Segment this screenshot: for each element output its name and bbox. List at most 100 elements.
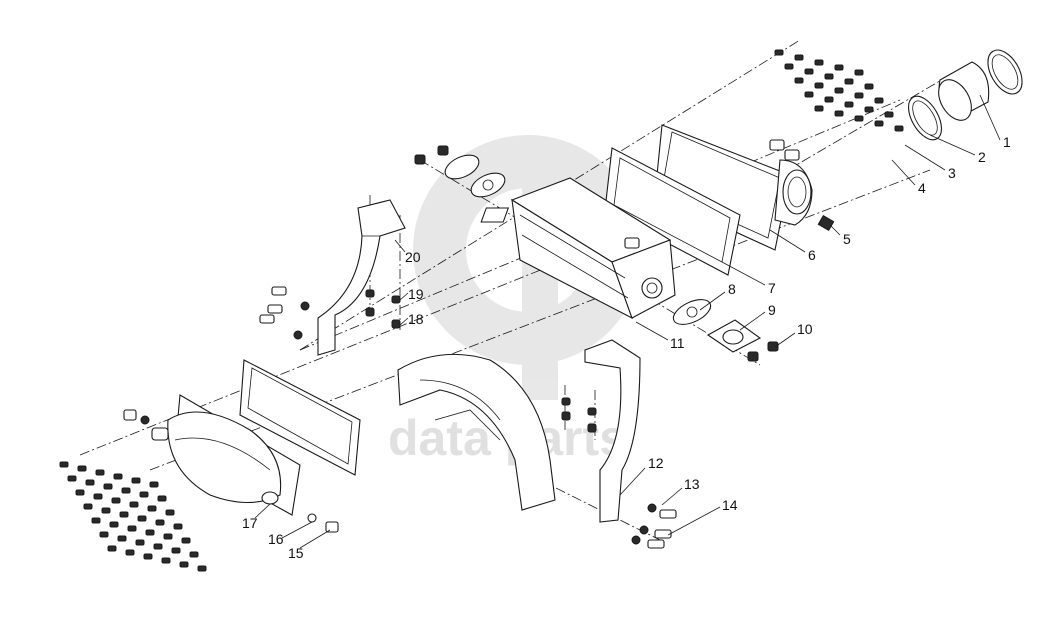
bolt-icon bbox=[864, 83, 874, 90]
bolt-icon bbox=[101, 507, 111, 514]
bolt-icon bbox=[844, 78, 854, 85]
bolt-icon bbox=[181, 537, 191, 544]
bolt-icon bbox=[83, 503, 93, 510]
callout-labels: 1 2 3 4 5 6 7 8 9 10 11 12 13 14 15 16 1… bbox=[242, 134, 1011, 561]
bolt-icon bbox=[834, 87, 844, 94]
rubber-sleeve-part-1 bbox=[938, 61, 990, 121]
bolt-icon bbox=[127, 525, 137, 532]
bolt-icon bbox=[137, 515, 147, 522]
flange-gasket-part-8 bbox=[672, 299, 712, 325]
bolt-icon bbox=[99, 531, 109, 538]
callout-11: 11 bbox=[670, 335, 685, 351]
bolt-icon bbox=[774, 49, 784, 56]
bolt-part-18-19 bbox=[365, 289, 401, 329]
bolt-icon bbox=[824, 73, 834, 80]
bolt-icon bbox=[139, 491, 149, 498]
bolt-icon bbox=[129, 501, 139, 508]
clamp-ring-1 bbox=[987, 49, 1023, 95]
bolt-icon bbox=[794, 77, 804, 84]
bolt-icon bbox=[135, 539, 145, 546]
bolt-icon bbox=[844, 101, 854, 108]
bolt-icon bbox=[894, 125, 904, 132]
bolt-icon bbox=[804, 91, 814, 98]
bolt-icon bbox=[119, 511, 129, 518]
bolt-icon bbox=[197, 565, 207, 572]
bolts-left-bracket bbox=[259, 286, 310, 340]
bolt-icon bbox=[95, 469, 105, 476]
bolt-icon bbox=[794, 54, 804, 61]
callout-18: 18 bbox=[408, 311, 424, 327]
plug-washer-part-15-16 bbox=[307, 513, 339, 533]
inlet-tank-part-17 bbox=[151, 394, 301, 516]
bolt-icon bbox=[111, 497, 121, 504]
bolt-icon bbox=[874, 97, 884, 104]
bolt-icon bbox=[864, 106, 874, 113]
callout-5: 5 bbox=[843, 231, 851, 247]
bolt-icon bbox=[121, 487, 131, 494]
bolt-icon bbox=[854, 92, 864, 99]
fan-shroud bbox=[397, 353, 556, 511]
bolt-icon bbox=[125, 549, 135, 556]
leader-lines bbox=[254, 94, 1001, 549]
bolt-icon bbox=[884, 111, 894, 118]
bolt-icon bbox=[834, 110, 844, 117]
radiator-core-part-11 bbox=[480, 177, 676, 320]
bolt-icon bbox=[143, 553, 153, 560]
bracket-part-20 bbox=[317, 199, 406, 356]
bolt-icon bbox=[171, 547, 181, 554]
callout-19: 19 bbox=[408, 286, 424, 302]
bolt-icon bbox=[93, 493, 103, 500]
bolt-icon bbox=[784, 63, 794, 70]
callout-15: 15 bbox=[288, 545, 304, 561]
callout-20: 20 bbox=[405, 249, 421, 265]
bolt-icon bbox=[874, 120, 884, 127]
drain-plug-part-5 bbox=[817, 214, 835, 232]
callout-17: 17 bbox=[242, 515, 258, 531]
bolt-icon bbox=[59, 461, 69, 468]
bolt-icon bbox=[163, 533, 173, 540]
bolt-icon bbox=[67, 475, 77, 482]
callout-3: 3 bbox=[948, 165, 956, 181]
bolt-icon bbox=[834, 64, 844, 71]
bolt-icon bbox=[173, 523, 183, 530]
callout-8: 8 bbox=[728, 281, 736, 297]
bolt-icon bbox=[117, 535, 127, 542]
bolt-icon bbox=[804, 68, 814, 75]
bolt-icon bbox=[107, 545, 117, 552]
bolts-bracket-12 bbox=[561, 397, 597, 433]
callout-12: 12 bbox=[648, 455, 664, 471]
callout-4: 4 bbox=[918, 180, 926, 196]
bolt-icon bbox=[131, 477, 141, 484]
callout-1: 1 bbox=[1003, 134, 1011, 150]
bracket-part-12 bbox=[584, 339, 641, 523]
bolt-icon bbox=[157, 495, 167, 502]
bolt-icon bbox=[854, 69, 864, 76]
outlet-flange-part-9 bbox=[706, 319, 762, 353]
bolt-icon bbox=[145, 529, 155, 536]
bolt-icon bbox=[85, 479, 95, 486]
bolt-icon bbox=[147, 505, 157, 512]
bolt-icon bbox=[113, 473, 123, 480]
bolt-icon bbox=[155, 519, 165, 526]
bolt-cluster-bottom-left bbox=[59, 461, 207, 572]
bolt-icon bbox=[91, 517, 101, 524]
bolts-part-13-14 bbox=[631, 503, 677, 549]
callout-7: 7 bbox=[768, 280, 776, 296]
bolt-icon bbox=[189, 551, 199, 558]
bolt-icon bbox=[824, 96, 834, 103]
callout-16: 16 bbox=[268, 531, 284, 547]
inlet-flange-top bbox=[414, 145, 506, 198]
bolt-icon bbox=[814, 59, 824, 66]
outlet-tank-part-6 bbox=[654, 124, 813, 251]
bolt-icon bbox=[77, 465, 87, 472]
bolt-icon bbox=[814, 105, 824, 112]
callout-13: 13 bbox=[684, 476, 700, 492]
gasket-left bbox=[239, 359, 361, 476]
callout-6: 6 bbox=[808, 247, 816, 263]
clamp-ring-2 bbox=[907, 95, 943, 141]
callout-14: 14 bbox=[722, 497, 738, 513]
bolt-icon bbox=[814, 82, 824, 89]
bolt-cluster-top-right bbox=[774, 49, 904, 132]
bolt-left-tank bbox=[123, 409, 150, 425]
